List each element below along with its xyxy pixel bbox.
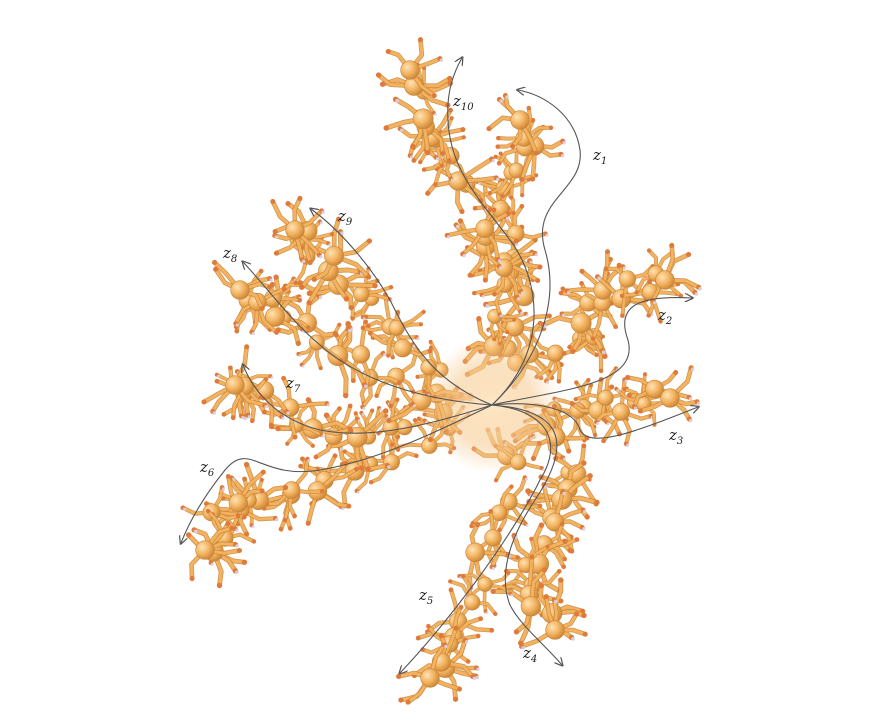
molecule	[565, 402, 610, 443]
trajectory-curve-z5	[400, 404, 552, 673]
label-base: z	[199, 458, 208, 476]
trajectory-curves	[181, 58, 698, 673]
trajectory-curve-z3	[491, 403, 698, 439]
label-subscript: 3	[677, 436, 683, 447]
label-base: z	[452, 92, 461, 110]
trajectory-curve-z8	[243, 262, 493, 406]
molecule	[211, 259, 273, 312]
molecule	[469, 484, 529, 539]
molecule	[637, 365, 701, 423]
label-subscript: 10	[461, 102, 474, 113]
label-z7: z7	[285, 374, 301, 395]
label-subscript: 1	[601, 156, 607, 167]
molecule	[305, 460, 352, 526]
trajectory-curve-z7	[243, 365, 493, 434]
molecule	[655, 242, 702, 296]
trajectory-curve-z9	[311, 209, 493, 406]
label-z10: z10	[452, 92, 474, 113]
label-subscript: 8	[231, 254, 237, 265]
molecule	[492, 249, 539, 301]
label-base: z	[222, 244, 231, 262]
molecule	[465, 521, 512, 591]
molecule-chains	[180, 37, 702, 705]
molecule	[385, 37, 444, 99]
molecule	[490, 567, 548, 646]
label-z9: z9	[337, 207, 353, 228]
label-subscript: 4	[530, 654, 537, 665]
trajectory-curve-z2	[491, 297, 692, 406]
molecule	[625, 370, 693, 411]
label-base: z	[522, 644, 531, 662]
molecule	[593, 377, 654, 447]
label-z5: z5	[418, 586, 433, 607]
label-base: z	[285, 374, 294, 392]
molecule	[383, 96, 434, 156]
molecule	[487, 308, 529, 346]
label-base: z	[418, 586, 427, 604]
trajectory-curve-z6	[181, 404, 493, 543]
label-z4: z4	[522, 644, 537, 665]
molecule	[540, 297, 610, 360]
label-z8: z8	[222, 244, 237, 265]
label-z2: z2	[657, 306, 672, 327]
label-base: z	[657, 306, 666, 324]
molecule	[189, 521, 242, 582]
trajectory-curve-z1	[491, 90, 581, 406]
label-z1: z1	[592, 146, 607, 167]
molecule	[486, 92, 539, 156]
label-subscript: 2	[665, 316, 672, 327]
molecule	[396, 642, 462, 705]
molecule	[497, 475, 543, 533]
label-subscript: 5	[427, 596, 433, 607]
molecule	[525, 473, 600, 510]
molecule	[323, 408, 389, 472]
molecule	[201, 344, 269, 419]
label-subscript: 9	[346, 217, 353, 228]
trajectory-curve-z4	[491, 404, 562, 665]
trajectory-curve-z10	[447, 58, 535, 406]
molecule	[545, 489, 587, 554]
label-z6: z6	[199, 458, 215, 479]
label-subscript: 6	[208, 468, 215, 479]
label-base: z	[668, 426, 677, 444]
molecule	[444, 210, 511, 263]
molecule	[367, 309, 433, 358]
label-z3: z3	[668, 426, 683, 447]
molecule	[425, 156, 500, 215]
label-base: z	[337, 207, 346, 225]
label-subscript: 7	[294, 384, 301, 395]
molecule	[519, 594, 588, 650]
label-base: z	[592, 146, 601, 164]
